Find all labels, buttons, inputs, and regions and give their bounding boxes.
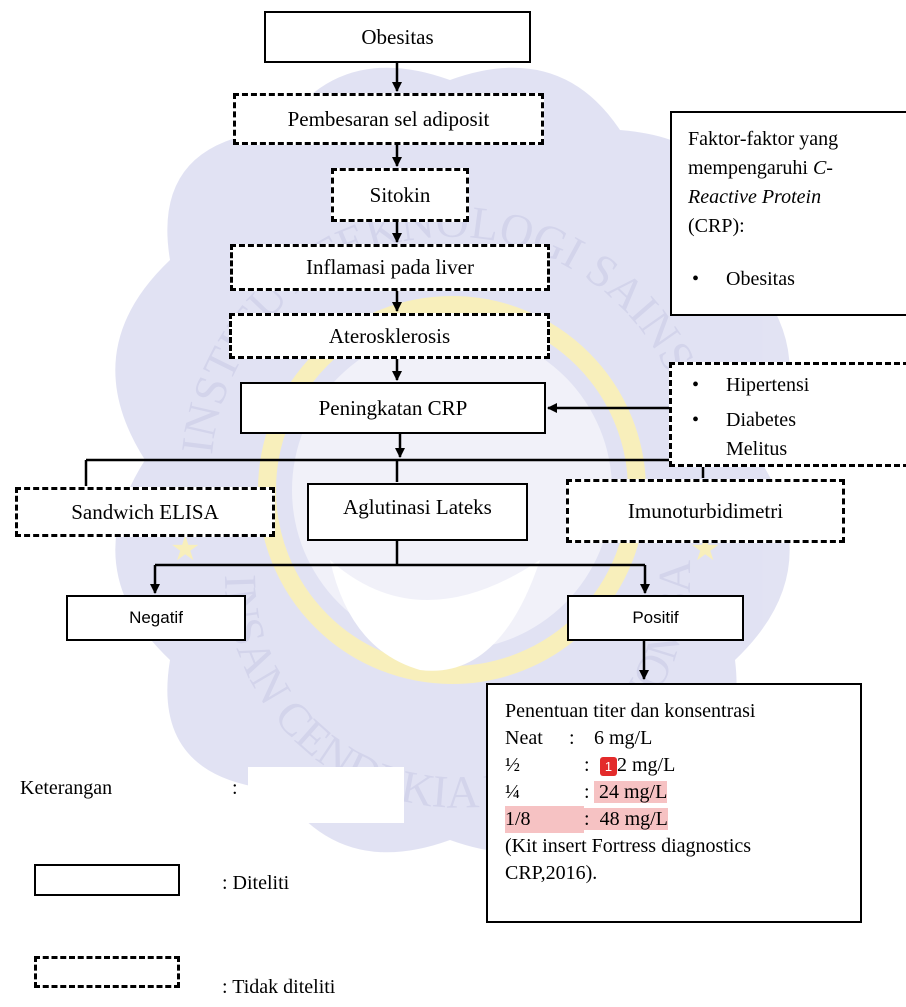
box-negatif-label: Negatif — [129, 608, 183, 627]
box-imunoturbidimetri: Imunoturbidimetri — [566, 479, 845, 543]
box-peningkatan-label: Peningkatan CRP — [318, 395, 468, 420]
box-aglutinasi-lateks: Aglutinasi Lateks — [307, 483, 528, 541]
titer-source-2: CRP,2016). — [505, 862, 598, 884]
box-inflamasi-pada-liver: Inflamasi pada liver — [230, 244, 550, 291]
bullet-icon: • — [692, 268, 700, 290]
factors-box: Faktor-faktor yang mempengaruhi C- React… — [670, 111, 906, 316]
factor-item-diabetes: Diabetes — [726, 409, 796, 431]
box-aterosklerosis-label: Aterosklerosis — [328, 323, 451, 348]
titer-row-quarter: ¼: 24 mg/L — [505, 781, 668, 803]
box-sitokin: Sitokin — [331, 168, 469, 222]
highlight-value: 24 mg/L — [594, 781, 668, 803]
titer-source-1: (Kit insert Fortress diagnostics — [505, 835, 752, 857]
factors-dashed-box — [669, 362, 906, 467]
box-pembesaran-sel-adiposit: Pembesaran sel adiposit — [233, 93, 544, 145]
box-inflamasi-label: Inflamasi pada liver — [306, 255, 474, 279]
legend-solid-box — [34, 864, 180, 896]
box-pembesaran-label: Pembesaran sel adiposit — [287, 106, 490, 131]
factors-line-2: mempengaruhi C- — [688, 157, 833, 179]
factors-line-3: Reactive Protein — [688, 186, 822, 208]
box-obesitas: Obesitas — [264, 11, 531, 63]
box-aterosklerosis: Aterosklerosis — [229, 313, 550, 359]
legend-solid-label: : Diteliti — [222, 872, 290, 894]
box-negatif: Negatif — [66, 595, 246, 641]
legend-colon: : — [232, 777, 238, 799]
box-imuno-label: Imunoturbidimetri — [627, 498, 784, 523]
titer-row-neat: Neat:6 mg/L — [505, 727, 653, 749]
titer-box: Penentuan titer dan konsentrasi Neat:6 m… — [486, 683, 862, 923]
highlight-label: 1/8 — [505, 806, 584, 833]
comment-marker-icon[interactable]: 1 — [600, 756, 617, 776]
legend-dashed-box — [34, 956, 180, 988]
svg-text:★: ★ — [170, 531, 200, 568]
titer-row-eighth: 1/8: 48 mg/L — [505, 806, 668, 833]
factor-item-hipertensi: Hipertensi — [726, 374, 810, 396]
box-obesitas-label: Obesitas — [361, 24, 434, 49]
factor-item-melitus: Melitus — [726, 438, 788, 460]
box-positif: Positif — [567, 595, 744, 641]
box-sandwich-label: Sandwich ELISA — [71, 499, 219, 524]
legend-title: Keterangan — [20, 777, 113, 799]
box-peningkatan-crp: Peningkatan CRP — [240, 382, 546, 434]
factors-line-1: Faktor-faktor yang — [688, 128, 839, 150]
factors-line-4: (CRP): — [688, 215, 745, 237]
bullet-icon: • — [692, 374, 700, 396]
legend-blank-area — [248, 767, 404, 823]
highlight-value: : 48 mg/L — [584, 808, 668, 830]
box-aglutinasi-label: Aglutinasi Lateks — [343, 495, 492, 519]
factor-item-obesitas: Obesitas — [726, 268, 795, 290]
legend-dashed-label: : Tidak diteliti — [222, 976, 336, 998]
box-sitokin-label: Sitokin — [369, 182, 431, 207]
titer-title: Penentuan titer dan konsentrasi — [505, 700, 756, 722]
box-sandwich-elisa: Sandwich ELISA — [15, 487, 275, 537]
box-positif-label: Positif — [632, 608, 679, 627]
bullet-icon: • — [692, 409, 700, 431]
